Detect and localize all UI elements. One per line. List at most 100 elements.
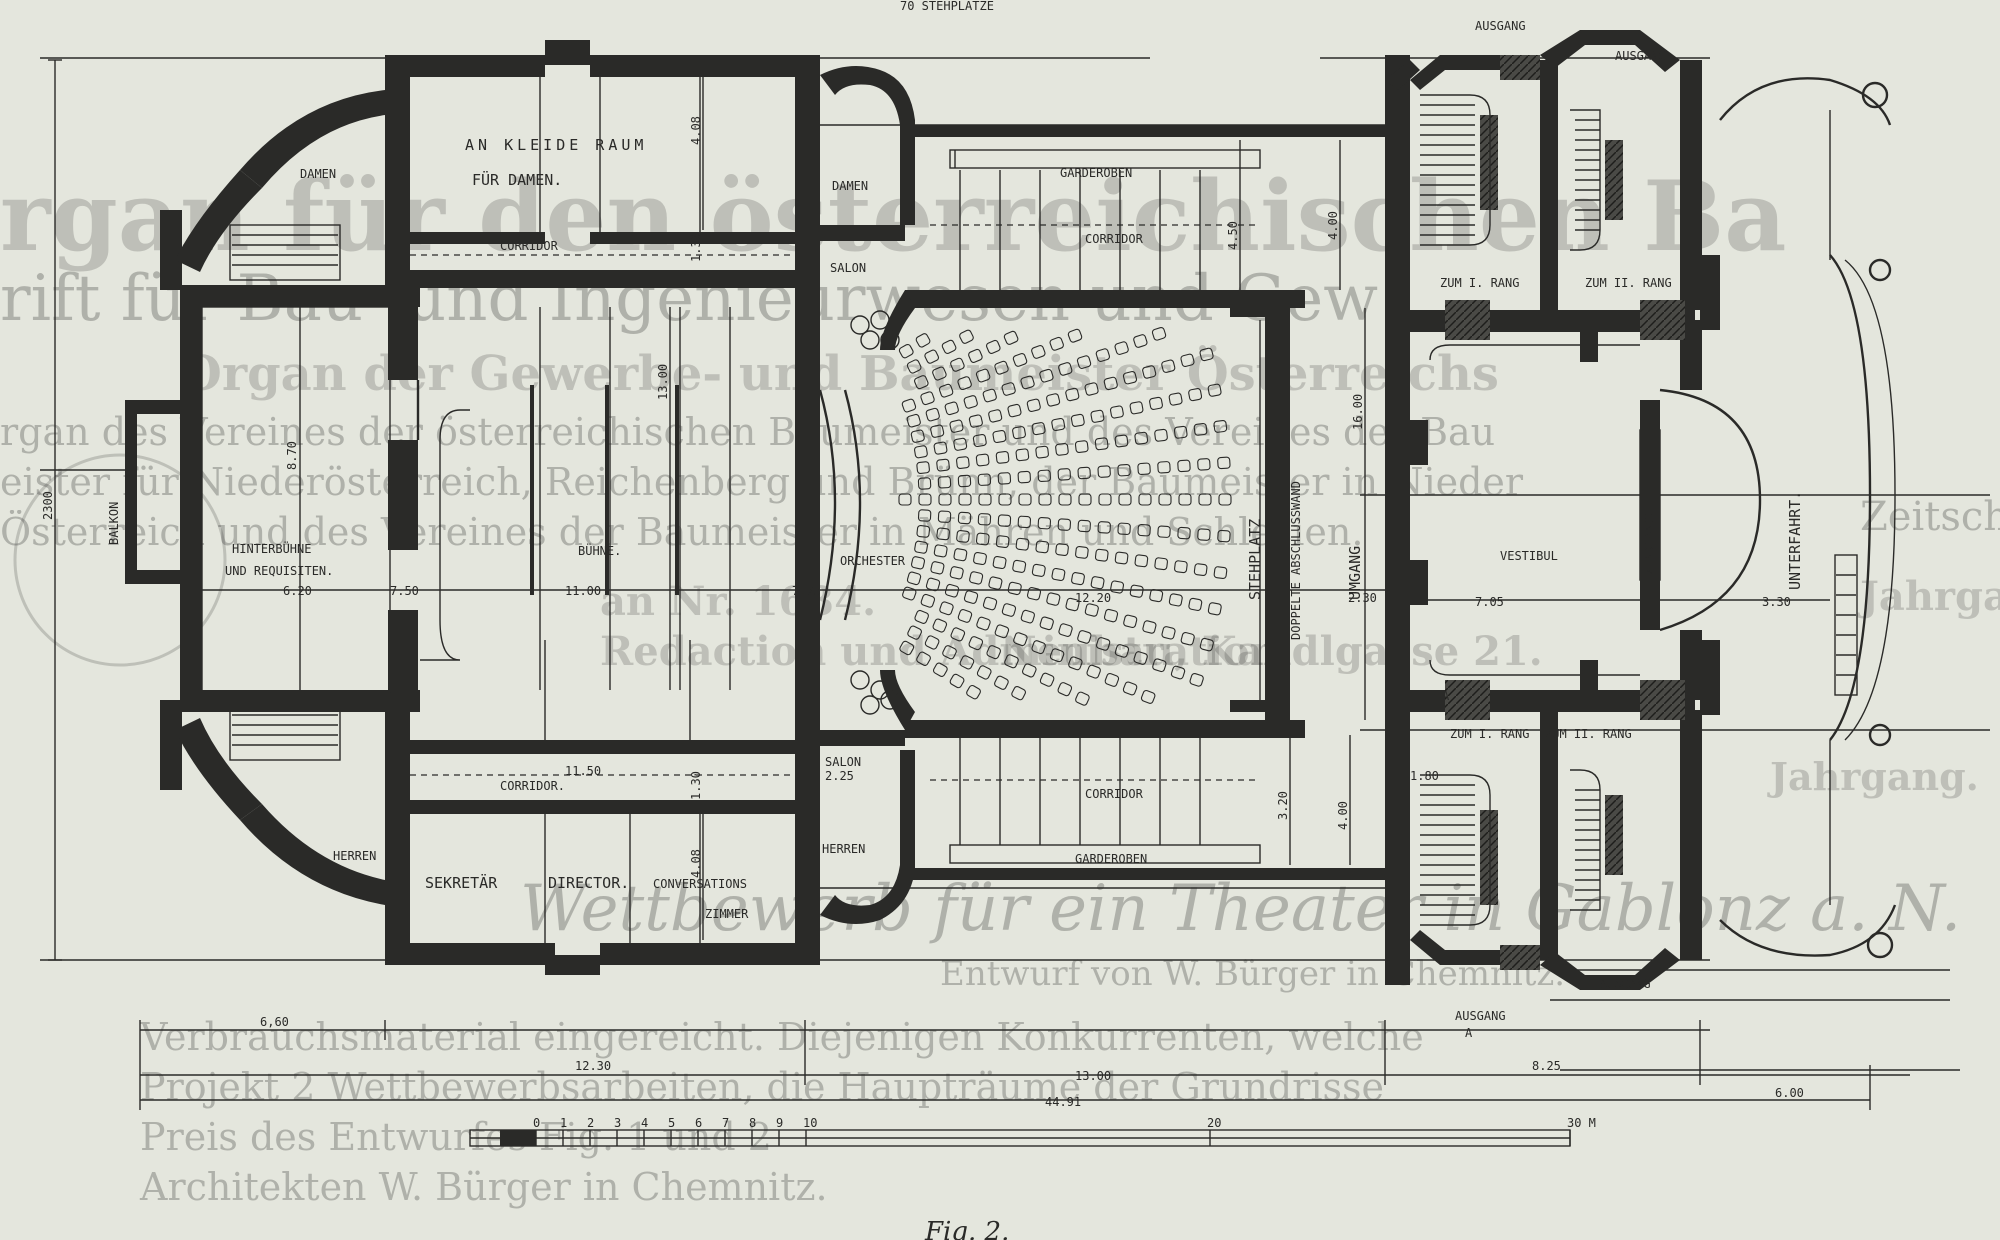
seat xyxy=(1134,431,1149,445)
seat xyxy=(1168,392,1183,406)
seat xyxy=(1057,518,1072,531)
svg-text:4.50: 4.50 xyxy=(1226,221,1240,250)
seat xyxy=(977,473,992,486)
seat xyxy=(933,544,948,558)
seat xyxy=(1180,632,1195,646)
seat xyxy=(1177,526,1191,540)
seat xyxy=(1049,648,1065,663)
svg-text:rgan des Vereines der österrei: rgan des Vereines der österreichischen B… xyxy=(0,410,1495,454)
svg-text:3.30: 3.30 xyxy=(1762,595,1791,609)
label-ausgang-bottom: AUSGANG xyxy=(1455,1009,1506,1023)
seat xyxy=(1133,334,1148,348)
svg-text:Preis des Entwurfes Fig. 1 und: Preis des Entwurfes Fig. 1 und 2 xyxy=(140,1115,772,1159)
label-corridor-bottom-mid: CORRIDOR xyxy=(1085,787,1144,801)
seat xyxy=(1058,362,1073,376)
seat xyxy=(1157,461,1171,474)
seat xyxy=(1178,493,1192,506)
seat xyxy=(956,456,970,469)
garderoben-ticks-bottom xyxy=(959,735,1201,845)
seat xyxy=(1197,528,1211,541)
seat xyxy=(1103,376,1118,391)
seat xyxy=(986,339,1001,354)
seat xyxy=(986,645,1001,660)
seat xyxy=(994,360,1009,375)
seat xyxy=(1114,551,1129,565)
seat xyxy=(1098,493,1112,506)
seat xyxy=(1075,546,1089,559)
garderoben-ticks-top xyxy=(959,170,1201,290)
seat xyxy=(1084,603,1099,617)
svg-text:6.00: 6.00 xyxy=(1775,1086,1804,1100)
scale-tick-label: 8 xyxy=(749,1116,756,1130)
seat xyxy=(1021,663,1037,678)
seat xyxy=(1039,368,1054,383)
seat xyxy=(1152,658,1167,673)
svg-text:13.00: 13.00 xyxy=(1075,1069,1111,1083)
seat xyxy=(968,414,983,428)
seat xyxy=(1104,672,1120,687)
seat xyxy=(932,618,948,633)
svg-text:6,60: 6,60 xyxy=(260,1015,289,1029)
seat xyxy=(1110,580,1125,594)
seat xyxy=(910,556,926,570)
seat xyxy=(930,424,945,438)
seat xyxy=(1189,672,1204,687)
seat xyxy=(1058,493,1072,506)
scale-tick-label: 10 xyxy=(803,1116,817,1130)
seat xyxy=(978,493,992,506)
seat xyxy=(916,651,931,666)
seat xyxy=(1035,445,1049,459)
dimension-labels: 2300 8.70 13.00 6.20 7.50 11.00 7.75 11.… xyxy=(41,116,1804,1109)
seat xyxy=(973,551,987,566)
label-conversations-1: CONVERSATIONS xyxy=(653,877,747,891)
seat xyxy=(1020,375,1035,390)
label-unterfahrt: UNTERFAHRT. xyxy=(1786,491,1804,590)
seat xyxy=(1097,521,1111,534)
scale-tick-label: 6 xyxy=(695,1116,702,1130)
seat xyxy=(1026,398,1041,412)
seat xyxy=(994,675,1009,690)
label-garderoben-bottom: GARDEROBEN xyxy=(1075,852,1147,866)
seat xyxy=(1213,419,1228,433)
seat xyxy=(1001,382,1016,396)
label-sekretar: SEKRETÄR xyxy=(425,873,498,892)
seat xyxy=(924,635,940,650)
label-corridor-top-mid: CORRIDOR xyxy=(1085,232,1144,246)
seat xyxy=(959,329,974,344)
seat xyxy=(997,472,1012,485)
seat xyxy=(1217,529,1231,543)
seat xyxy=(925,407,940,422)
seat xyxy=(1199,637,1214,652)
seat xyxy=(1011,686,1026,701)
seat xyxy=(1174,560,1188,574)
seat xyxy=(949,673,965,689)
seat xyxy=(1129,401,1144,415)
seat xyxy=(963,590,979,604)
label-umgang: UMGANG xyxy=(1346,546,1364,600)
svg-text:Jahrgang: Jahrgang xyxy=(1857,573,2000,620)
seat xyxy=(1097,465,1111,478)
seat xyxy=(1007,403,1022,418)
scale-tick-label: 20 xyxy=(1207,1116,1221,1130)
scale-tick-label: 9 xyxy=(776,1116,783,1130)
svg-text:4.08: 4.08 xyxy=(689,116,703,145)
svg-text:Verbrauchsmaterial eingereicht: Verbrauchsmaterial eingereicht. Diejenig… xyxy=(139,1015,1424,1059)
seat xyxy=(957,474,972,488)
seat xyxy=(917,509,932,522)
label-stehplatz: STEHPLATZ xyxy=(1246,519,1264,600)
seat xyxy=(982,388,997,403)
seat xyxy=(1077,466,1091,480)
seat xyxy=(1122,681,1138,696)
seat xyxy=(932,662,948,677)
seat xyxy=(1004,654,1019,669)
svg-text:7.75: 7.75 xyxy=(792,584,821,598)
seat xyxy=(920,391,935,406)
seat xyxy=(1049,336,1064,351)
seat xyxy=(906,571,922,586)
label-fur-damen: FÜR DAMEN. xyxy=(472,170,562,189)
seat xyxy=(1038,493,1052,506)
seat xyxy=(1020,609,1035,624)
seat xyxy=(1170,665,1186,680)
seat xyxy=(949,566,964,580)
seat xyxy=(1077,630,1092,644)
